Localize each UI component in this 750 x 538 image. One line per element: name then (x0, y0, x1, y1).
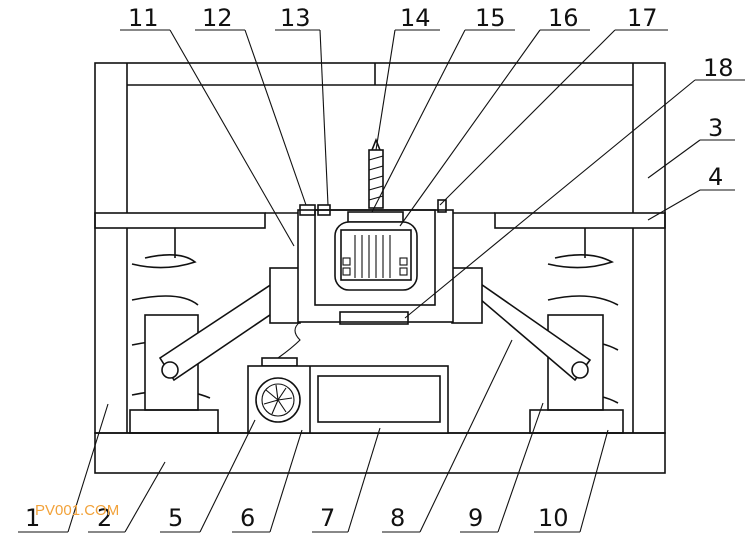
label-6: 6 (240, 504, 255, 532)
label-5: 5 (168, 504, 183, 532)
label-9: 9 (468, 504, 483, 532)
cooling-box (247, 321, 449, 434)
label-1: 1 (25, 504, 40, 532)
label-4: 4 (708, 163, 723, 191)
label-13: 13 (280, 4, 311, 32)
label-3: 3 (708, 114, 723, 142)
part-labels: 11 12 13 14 15 16 17 18 3 4 1 2 5 6 7 8 … (25, 4, 734, 532)
label-14: 14 (400, 4, 431, 32)
label-16: 16 (548, 4, 579, 32)
label-8: 8 (390, 504, 405, 532)
left-lug-block (269, 267, 301, 324)
label-18: 18 (703, 54, 734, 82)
label-2: 2 (97, 504, 112, 532)
watermark: PV001.COM (35, 502, 119, 519)
base-plate (94, 432, 666, 474)
drill-bit (368, 137, 384, 209)
label-10: 10 (538, 504, 569, 532)
motor (334, 199, 447, 291)
mounting-plate (94, 212, 666, 229)
label-7: 7 (320, 504, 335, 532)
right-lug-block (451, 267, 483, 324)
leader-lines (18, 29, 745, 533)
label-15: 15 (475, 4, 506, 32)
fan-icon (255, 377, 301, 423)
label-11: 11 (128, 4, 159, 32)
label-12: 12 (202, 4, 233, 32)
label-17: 17 (627, 4, 658, 32)
